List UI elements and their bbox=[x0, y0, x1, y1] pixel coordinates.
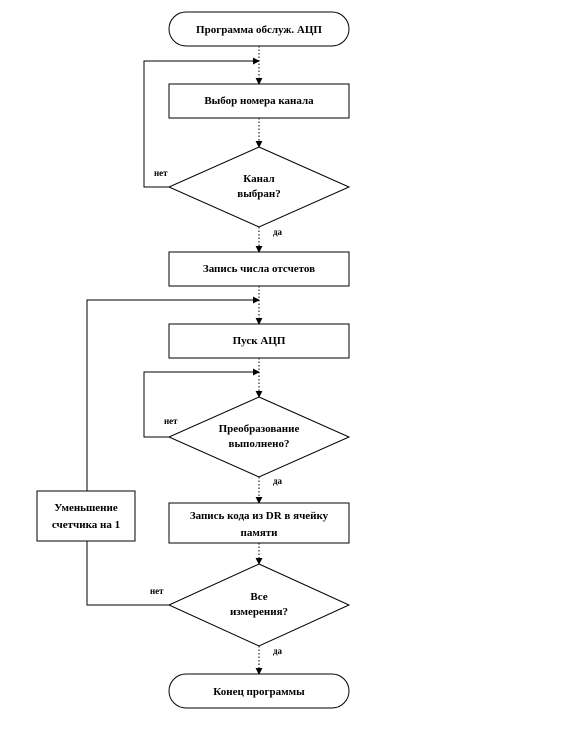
connector-no-loop-channel bbox=[143, 57, 260, 188]
decision-conversion-done-line1: Преобразование bbox=[219, 423, 300, 435]
decision-conversion-done-line2: выполнено? bbox=[229, 438, 290, 450]
end-terminator: Конец программы bbox=[168, 673, 350, 709]
label-no-2: нет bbox=[164, 416, 178, 426]
process-decrement-counter-line1: Уменьшение bbox=[54, 502, 118, 514]
connector-decrement-loop bbox=[86, 296, 260, 491]
process-decrement-counter: Уменьшение счетчика на 1 bbox=[36, 490, 136, 542]
label-yes-1: да bbox=[273, 227, 283, 237]
process-write-count-label: Запись числа отсчетов bbox=[203, 263, 315, 275]
process-write-code: Запись кода из DR в ячейку памяти bbox=[168, 502, 350, 544]
process-write-code-line1: Запись кода из DR в ячейку bbox=[190, 510, 329, 522]
process-select-channel: Выбор номера канала bbox=[168, 83, 350, 119]
label-no-3: нет bbox=[150, 586, 164, 596]
start-terminator: Программа обслуж. АЦП bbox=[168, 11, 350, 47]
start-terminator-label: Программа обслуж. АЦП bbox=[196, 24, 322, 36]
end-terminator-label: Конец программы bbox=[213, 686, 305, 698]
process-start-adc: Пуск АЦП bbox=[168, 323, 350, 359]
process-select-channel-label: Выбор номера канала bbox=[204, 95, 314, 107]
process-write-code-line2: памяти bbox=[240, 527, 278, 539]
label-no-1: нет bbox=[154, 168, 168, 178]
decision-channel-selected-line1: Канал bbox=[243, 173, 274, 185]
decision-all-measurements-line1: Все bbox=[250, 591, 267, 603]
process-decrement-counter-line2: счетчика на 1 bbox=[52, 519, 120, 531]
process-start-adc-label: Пуск АЦП bbox=[233, 335, 286, 347]
decision-all-measurements: Все измерения? bbox=[167, 563, 351, 647]
connector-no-to-decrement bbox=[86, 541, 169, 606]
process-write-count: Запись числа отсчетов bbox=[168, 251, 350, 287]
decision-conversion-done: Преобразование выполнено? bbox=[167, 396, 351, 478]
label-yes-2: да bbox=[273, 476, 283, 486]
decision-all-measurements-line2: измерения? bbox=[230, 606, 288, 618]
label-yes-3: да bbox=[273, 646, 283, 656]
decision-channel-selected: Канал выбран? bbox=[167, 146, 351, 228]
connector-no-loop-conversion bbox=[143, 368, 260, 438]
decision-channel-selected-line2: выбран? bbox=[237, 188, 280, 200]
